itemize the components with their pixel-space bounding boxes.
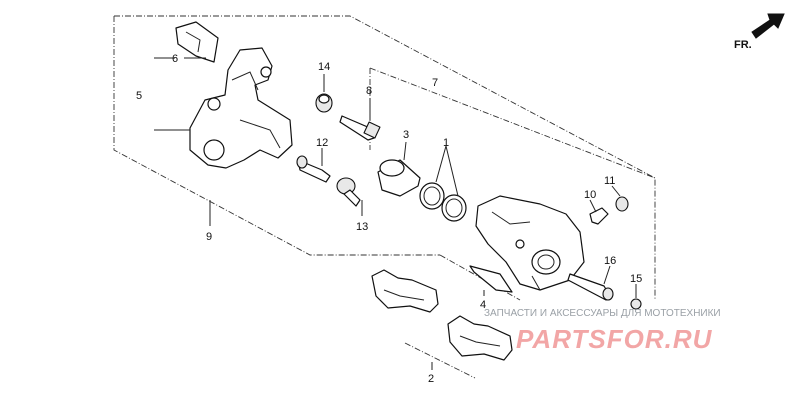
brake-pad-upper xyxy=(371,269,439,313)
callout-5: 5 xyxy=(136,90,142,102)
callout-7: 7 xyxy=(432,77,438,89)
callout-2: 2 xyxy=(428,373,434,385)
pin-boot-13 xyxy=(336,177,361,207)
callout-6: 6 xyxy=(172,53,178,65)
piston-3 xyxy=(377,159,421,197)
callout-15: 15 xyxy=(630,273,642,285)
pad-retainer-4 xyxy=(469,265,513,293)
plug-15 xyxy=(630,298,642,310)
watermark-brand: PARTSFOR.RU xyxy=(516,324,713,354)
pin-bolt-8 xyxy=(339,115,381,141)
brake-pad-lower xyxy=(447,315,513,361)
callout-9: 9 xyxy=(206,231,212,243)
pin-12 xyxy=(296,155,331,183)
callout-3: 3 xyxy=(403,129,409,141)
pad-set-outline xyxy=(404,342,476,379)
bleeder-valve-10 xyxy=(589,207,609,225)
piston-seal-1 xyxy=(419,182,467,222)
front-direction-arrow-icon xyxy=(751,13,785,39)
direction-label: FR. xyxy=(734,39,752,51)
pin-16 xyxy=(567,273,614,301)
callout-8: 8 xyxy=(366,85,372,97)
callout-11: 11 xyxy=(604,175,615,187)
callout-4: 4 xyxy=(480,299,486,311)
bleeder-boot-14 xyxy=(315,93,333,113)
watermark-tagline: ЗАПЧАСТИ И АКСЕССУАРЫ ДЛЯ МОТОТЕХНИКИ xyxy=(484,308,721,319)
pad-spring xyxy=(175,21,219,63)
callout-13: 13 xyxy=(356,221,368,233)
bleeder-cap-11 xyxy=(615,196,629,212)
callout-10: 10 xyxy=(584,189,596,201)
callout-12: 12 xyxy=(316,137,328,149)
caliper-bracket xyxy=(189,47,293,169)
leader-lines xyxy=(154,57,637,370)
callout-14: 14 xyxy=(318,61,330,73)
caliper-body xyxy=(475,195,585,291)
callout-16: 16 xyxy=(604,255,616,267)
callout-1: 1 xyxy=(443,137,449,149)
